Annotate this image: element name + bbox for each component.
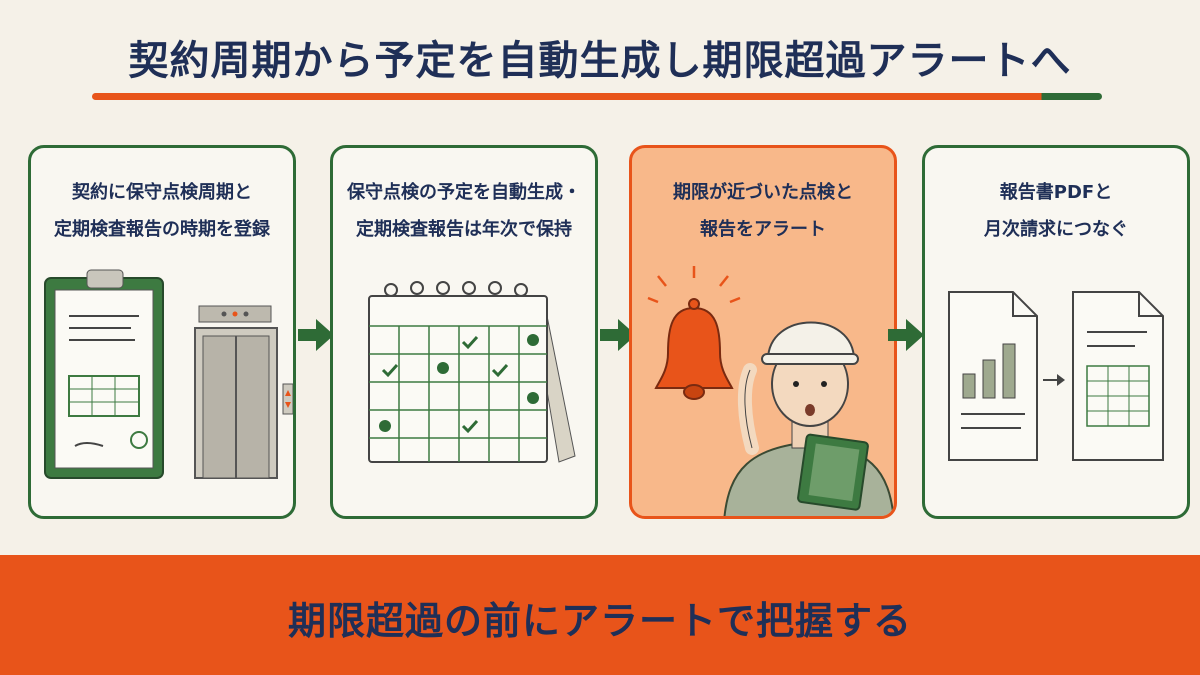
elevator-icon xyxy=(194,305,293,479)
step-2-text: 保守点検の予定を自動生成・ 定期検査報告は年次で保持 xyxy=(347,182,581,240)
alert-illustration xyxy=(647,266,894,516)
step-1-text: 契約に保守点検周期と 定期検査報告の時期を登録 xyxy=(54,182,270,240)
banner-text: 期限超過の前にアラートで把握する xyxy=(287,599,912,643)
invoice-document-icon xyxy=(1072,291,1164,461)
page-title: 契約周期から予定を自動生成し期限超過アラートへ xyxy=(128,38,1072,84)
calendar-icon xyxy=(368,281,576,463)
step-panel-register: 契約に保守点検周期と 定期検査報告の時期を登録 xyxy=(28,145,296,519)
bottom-banner: 期限超過の前にアラートで把握する xyxy=(0,555,1200,675)
arrow-right-icon xyxy=(298,319,334,351)
clipboard-elevator-illustration xyxy=(44,269,293,479)
arrow-right-icon xyxy=(888,319,924,351)
step-panel-schedule: 保守点検の予定を自動生成・ 定期検査報告は年次で保持 xyxy=(330,145,598,519)
calendar-illustration xyxy=(368,281,576,463)
arrow-right-icon xyxy=(1043,374,1065,386)
step-4-text: 報告書PDFと 月次請求につなぐ xyxy=(984,182,1128,240)
documents-illustration xyxy=(948,291,1164,461)
clipboard-icon xyxy=(44,269,164,479)
step-panel-report: 報告書PDFと 月次請求につなぐ xyxy=(922,145,1190,519)
bell-icon xyxy=(647,266,741,400)
step-3-text: 期限が近づいた点検と 報告をアラート xyxy=(673,182,853,240)
worker-icon xyxy=(723,321,894,516)
report-document-icon xyxy=(948,291,1038,461)
arrow-right-icon xyxy=(600,319,636,351)
title-underline xyxy=(92,93,1102,100)
step-panel-alert: 期限が近づいた点検と 報告をアラート xyxy=(629,145,897,519)
